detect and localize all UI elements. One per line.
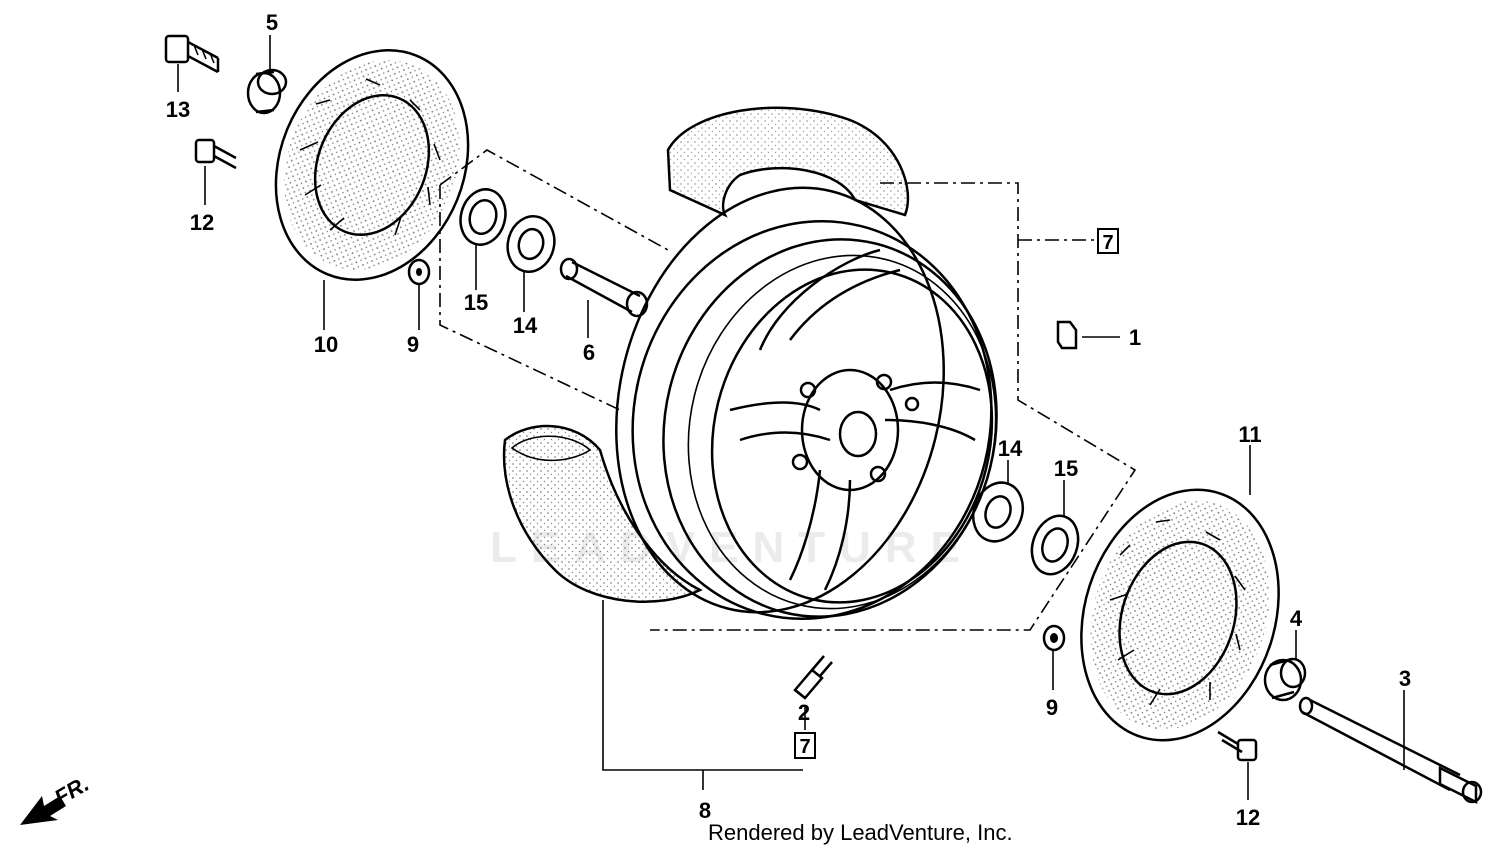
callout-7-bottom: 7	[799, 736, 810, 758]
callout-15-left: 15	[464, 290, 488, 315]
tire-section-bottom	[502, 424, 703, 603]
bolt-12-right[interactable]	[1217, 730, 1258, 762]
callout-2: 2	[798, 700, 810, 725]
credit-text: Rendered by LeadVenture, Inc.	[708, 820, 1013, 845]
callout-9-right: 9	[1046, 695, 1058, 720]
callout-1: 1	[1129, 325, 1141, 350]
leader-lines	[177, 35, 1405, 800]
right-brake-disc[interactable]	[1050, 464, 1310, 766]
callout-5: 5	[266, 10, 278, 35]
front-wheel[interactable]	[573, 153, 1036, 657]
bolt-12-left[interactable]	[194, 138, 237, 170]
bearing-14-left[interactable]	[502, 211, 561, 277]
dust-seal-15-right[interactable]	[1024, 509, 1086, 580]
callout-4: 4	[1290, 606, 1303, 631]
callout-10: 10	[314, 332, 338, 357]
dust-seal-15-left[interactable]	[455, 184, 512, 249]
assembly-outline-top	[650, 182, 1137, 631]
left-brake-disc[interactable]	[242, 21, 501, 309]
tire-valve-2[interactable]	[793, 655, 833, 700]
collar-5[interactable]	[246, 68, 288, 115]
callout-9-left: 9	[407, 332, 419, 357]
front-direction-arrow: FR.	[20, 771, 93, 825]
callout-7-top: 7	[1102, 232, 1113, 254]
callout-14-right: 14	[998, 436, 1023, 461]
tire-section-top	[666, 106, 910, 218]
callout-8: 8	[699, 798, 711, 823]
callout-11: 11	[1238, 422, 1261, 447]
washer-9-right[interactable]	[1042, 624, 1066, 652]
callout-14-left: 14	[513, 313, 538, 338]
callout-3: 3	[1399, 666, 1411, 691]
callout-12-right: 12	[1236, 805, 1260, 830]
clip-nut-1[interactable]	[1056, 320, 1078, 350]
callout-12-left: 12	[190, 210, 214, 235]
spacer-6[interactable]	[559, 257, 649, 318]
bolt-13[interactable]	[164, 34, 220, 74]
callout-6: 6	[583, 340, 595, 365]
axle-3[interactable]	[1298, 696, 1483, 805]
callout-13: 13	[166, 97, 190, 122]
collar-4[interactable]	[1263, 657, 1307, 702]
washer-9-left[interactable]	[407, 258, 431, 286]
assembly-outline-left	[439, 149, 669, 411]
callout-15-right: 15	[1054, 456, 1078, 481]
